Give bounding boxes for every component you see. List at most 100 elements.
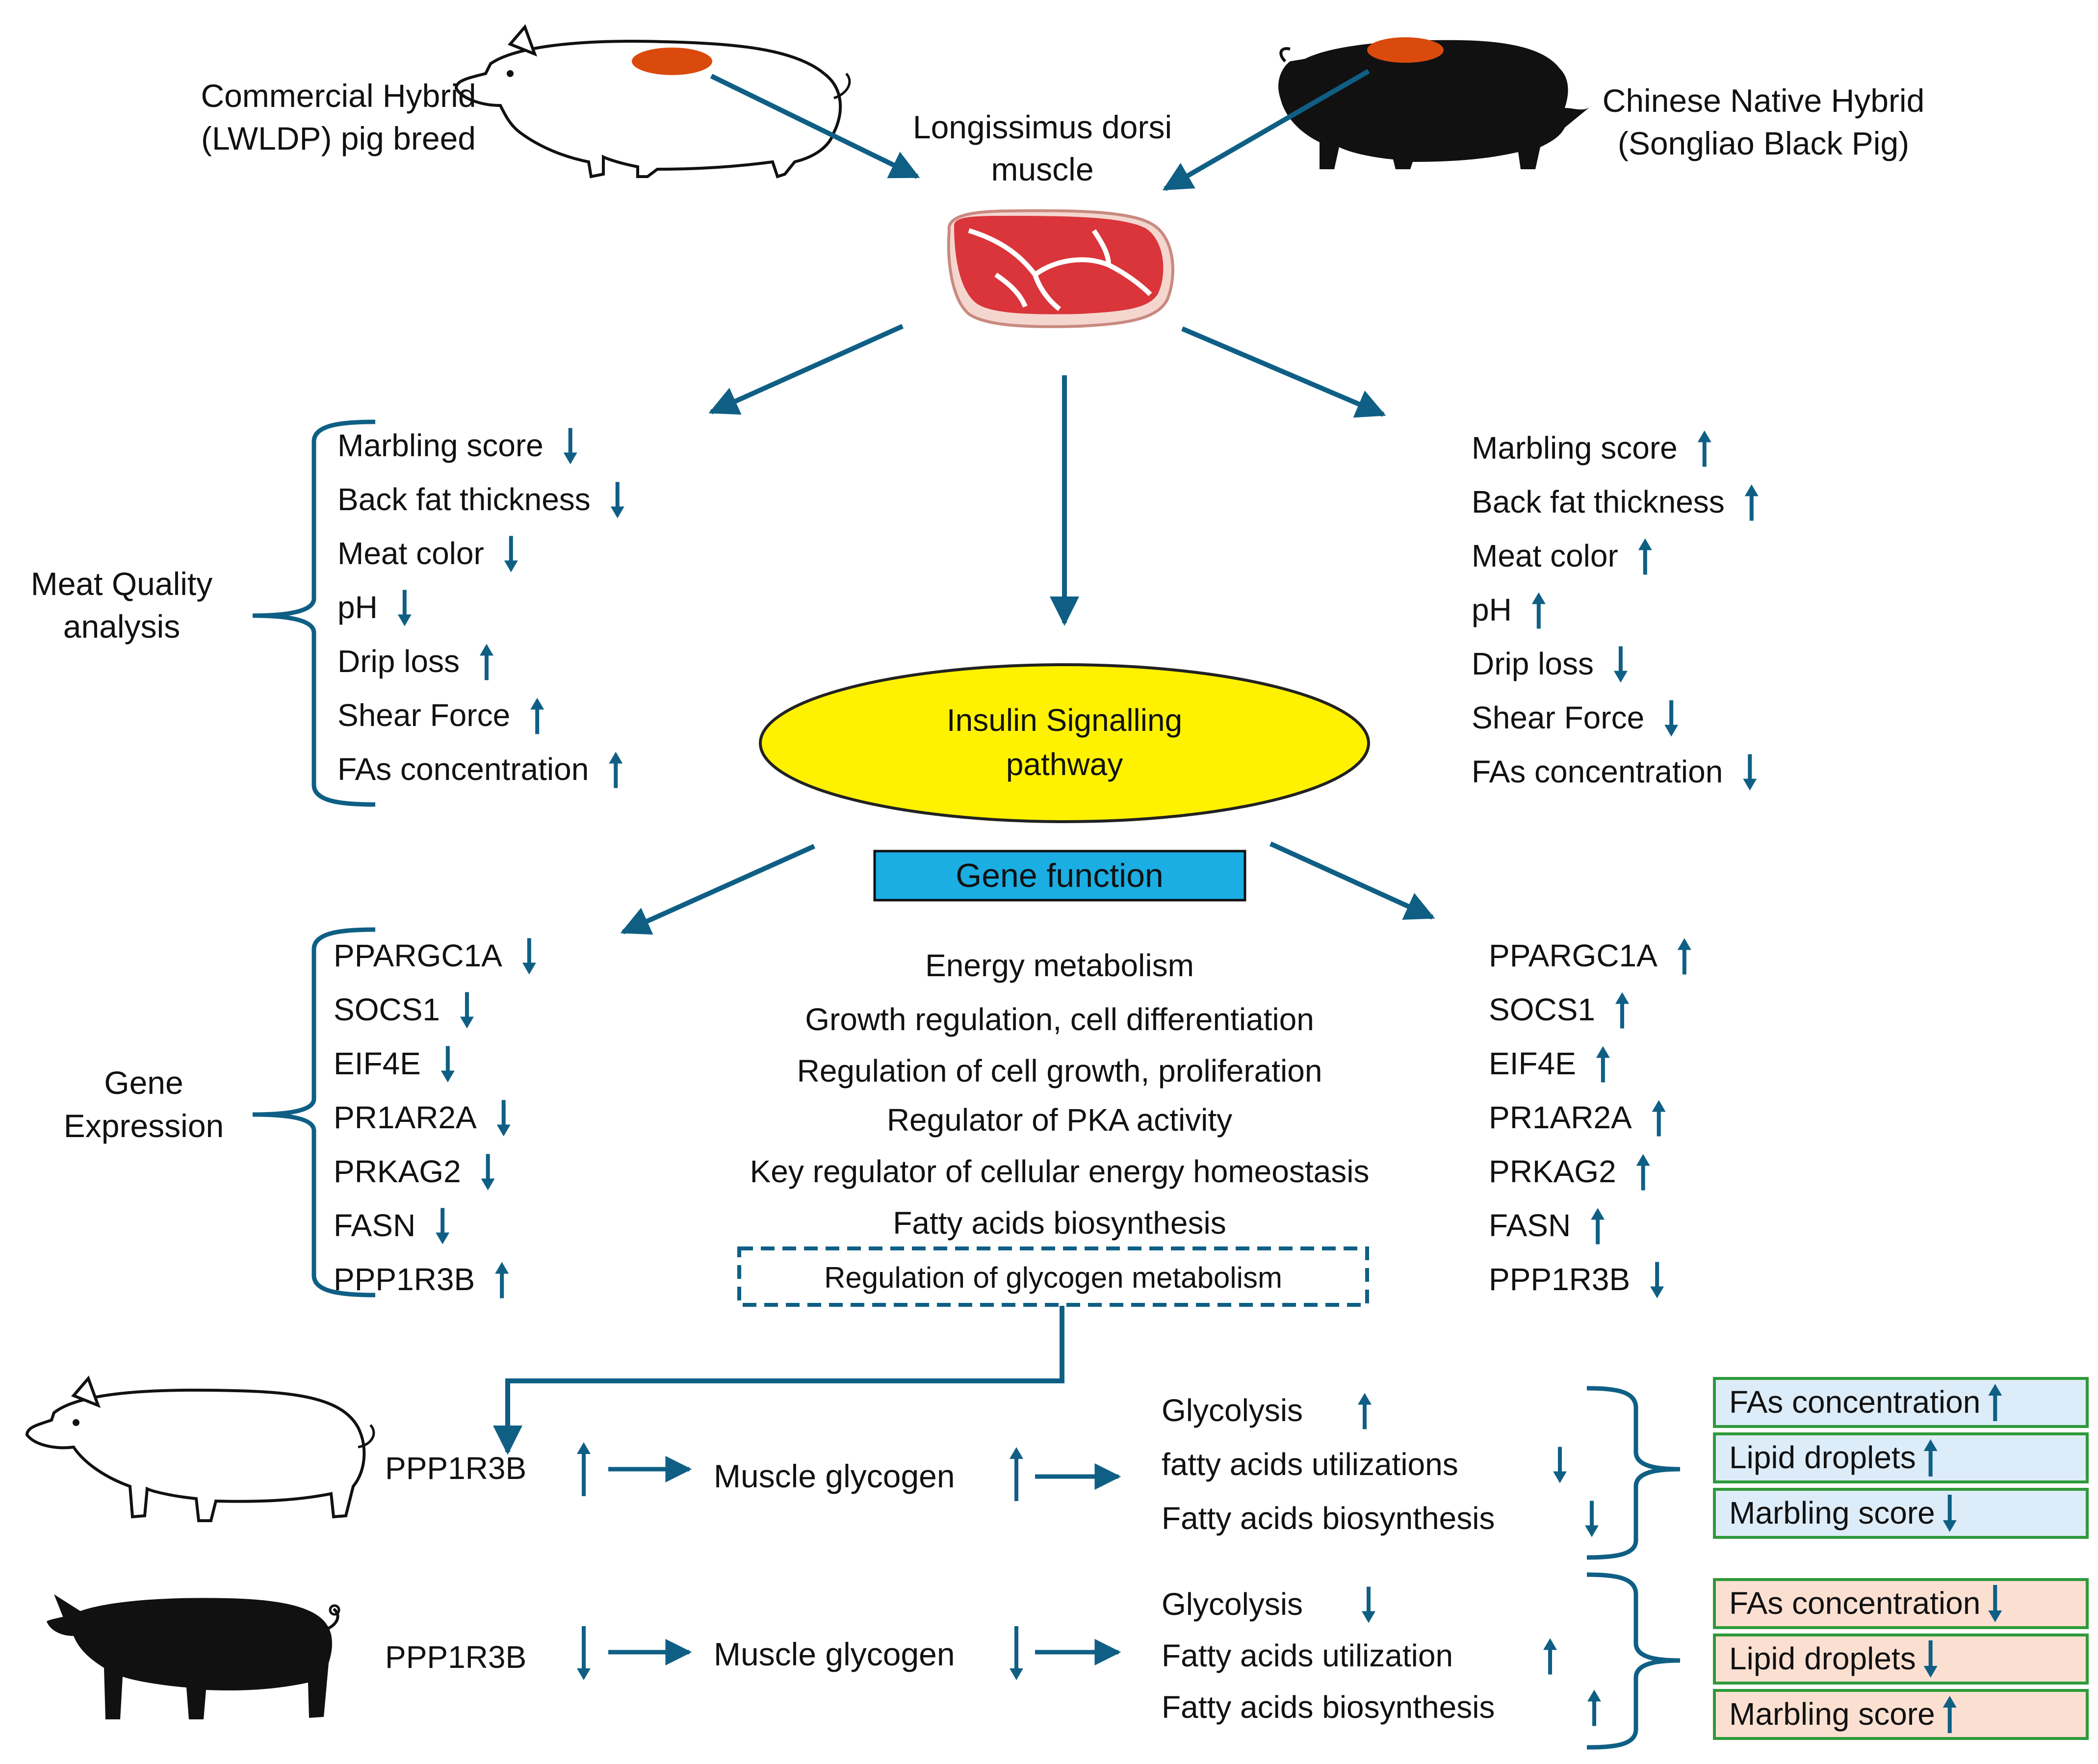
arrow-down-icon <box>1362 1586 1375 1623</box>
arrow-down-icon <box>460 992 474 1029</box>
outcome-label: FAs concentration <box>1729 1585 1980 1621</box>
list-item-label: FAs concentration <box>337 752 589 787</box>
meat-quality-brace <box>252 419 376 807</box>
list-item-label: EIF4E <box>1489 1046 1576 1081</box>
glycogen-regulation-label: Regulation of glycogen metabolism <box>824 1261 1282 1294</box>
pathway-label-2: pathway <box>1006 747 1123 782</box>
outcome-arrow-down-icon <box>1988 1585 2002 1622</box>
arrow-down-icon <box>496 1100 511 1137</box>
arrow-down-icon <box>610 482 624 519</box>
arrow-down-icon <box>1650 1262 1664 1298</box>
arrow-up-icon <box>1638 538 1652 575</box>
list-item-label: Drip loss <box>1472 646 1594 681</box>
gene-expression-right-list: PPARGC1ASOCS1EIF4EPR1AR2APRKAG2FASNPPP1R… <box>1489 938 1691 1298</box>
gene-function-box <box>873 850 1246 902</box>
arrow-up-icon <box>1744 484 1759 521</box>
white-gene-arrow-icon <box>577 1442 591 1496</box>
arrow-down-icon <box>1553 1447 1567 1483</box>
list-item-label: EIF4E <box>334 1046 421 1081</box>
list-item-label: Shear Force <box>337 698 510 733</box>
list-item-label: Marbling score <box>1472 430 1678 466</box>
commercial-breed-label-1: Commercial Hybrid <box>201 78 476 114</box>
list-item-label: SOCS1 <box>1489 992 1595 1027</box>
arrow-meat-to-left-quality <box>708 324 904 415</box>
gene-expression-group-label-1: Gene <box>104 1064 183 1101</box>
black-glycogen-arrow-icon <box>1010 1626 1023 1680</box>
list-item-label: Marbling score <box>337 428 544 463</box>
black-glycogen-label: Muscle glycogen <box>714 1636 955 1672</box>
arrow-down-icon <box>1585 1501 1599 1537</box>
meat-quality-group-label-2: analysis <box>63 608 180 645</box>
arrow-up-icon <box>1697 430 1711 467</box>
list-item-label: Fatty acids biosynthesis <box>1162 1689 1495 1725</box>
glycogen-regulation-box <box>737 1246 1369 1307</box>
outcome-label: FAs concentration <box>1729 1384 1980 1420</box>
list-item-label: pH <box>337 590 378 625</box>
arrow-up-icon <box>1615 992 1629 1029</box>
list-item-label: PPP1R3B <box>1489 1262 1630 1297</box>
meat-quality-group-label-1: Meat Quality <box>31 566 212 602</box>
gene-expression-brace <box>252 927 376 1297</box>
gene-function-item: Key regulator of cellular energy homeost… <box>750 1154 1370 1189</box>
arrow-down-icon <box>397 590 412 626</box>
arrow-up-icon <box>1652 1100 1666 1137</box>
list-item-label: PRKAG2 <box>1489 1154 1616 1189</box>
black-pig-icon <box>1278 40 1592 169</box>
list-item-label: PR1AR2A <box>1489 1100 1632 1135</box>
gene-expression-group-label-2: Expression <box>64 1108 224 1144</box>
gene-function-item: Fatty acids biosynthesis <box>893 1205 1226 1241</box>
arrow-up-icon <box>1677 938 1691 975</box>
insulin-pathway-ellipse <box>759 663 1370 823</box>
muscle-label-1: Longissimus dorsi <box>913 109 1172 145</box>
list-item-label: FAs concentration <box>1472 754 1723 789</box>
white-pig-bottom-icon <box>25 1375 375 1522</box>
arrow-pathway-to-left-genes <box>620 844 816 935</box>
outcome-label: Lipid droplets <box>1729 1440 1916 1475</box>
outcome-arrow-up-icon <box>1943 1696 1957 1733</box>
list-item-label: Back fat thickness <box>337 482 591 517</box>
commercial-breed-label-2: (LWLDP) pig breed <box>201 120 476 156</box>
list-item-label: Meat color <box>1472 538 1618 573</box>
back-fat-patch-right <box>1367 37 1444 63</box>
list-item-label: Glycolysis <box>1162 1586 1303 1622</box>
list-item-label: PR1AR2A <box>334 1100 477 1135</box>
outcome-label: Marbling score <box>1729 1495 1935 1531</box>
outcome-box: FAs concentration <box>1713 1377 2089 1428</box>
white-effects-brace <box>1586 1386 1681 1560</box>
arrow-down-icon <box>440 1046 455 1083</box>
white-gene-direction-icon <box>577 1442 591 1496</box>
arrow-down-icon <box>563 428 577 465</box>
arrow-down-icon <box>504 536 518 572</box>
arrow-up-icon <box>495 1262 509 1298</box>
white-pig-icon <box>454 24 851 179</box>
list-item-label: PPARGC1A <box>334 938 502 973</box>
list-item-label: Fatty acids biosynthesis <box>1162 1501 1495 1536</box>
pathway-label-1: Insulin Signalling <box>947 702 1182 738</box>
list-item-label: Meat color <box>337 536 484 571</box>
arrow-up-icon <box>1358 1393 1372 1429</box>
gene-expression-left-list: PPARGC1ASOCS1EIF4EPR1AR2APRKAG2FASNPPP1R… <box>334 938 536 1298</box>
white-gene-label: PPP1R3B <box>385 1451 526 1486</box>
gene-function-item: Regulation of cell growth, proliferation <box>797 1053 1322 1089</box>
list-item-label: FASN <box>1489 1208 1571 1243</box>
black-gene-arrow-icon <box>577 1626 591 1680</box>
arrow-pathway-to-right-genes <box>1269 841 1435 920</box>
arrow-down-icon <box>1664 700 1679 737</box>
arrow-down-icon <box>436 1208 450 1245</box>
arrow-meat-to-right-quality <box>1181 326 1386 418</box>
arrow-up-icon <box>1591 1208 1605 1245</box>
list-item-label: PRKAG2 <box>334 1154 461 1189</box>
outcome-label: Lipid droplets <box>1729 1641 1916 1676</box>
list-item-label: Shear Force <box>1472 700 1644 735</box>
list-item-label: PPP1R3B <box>334 1262 475 1297</box>
arrow-up-icon <box>1543 1638 1557 1675</box>
glycogen-connector <box>493 1306 1064 1455</box>
black-effects-brace <box>1586 1572 1681 1750</box>
native-breed-label-1: Chinese Native Hybrid <box>1603 82 1925 119</box>
arrow-right-pig-to-meat <box>1162 69 1370 191</box>
